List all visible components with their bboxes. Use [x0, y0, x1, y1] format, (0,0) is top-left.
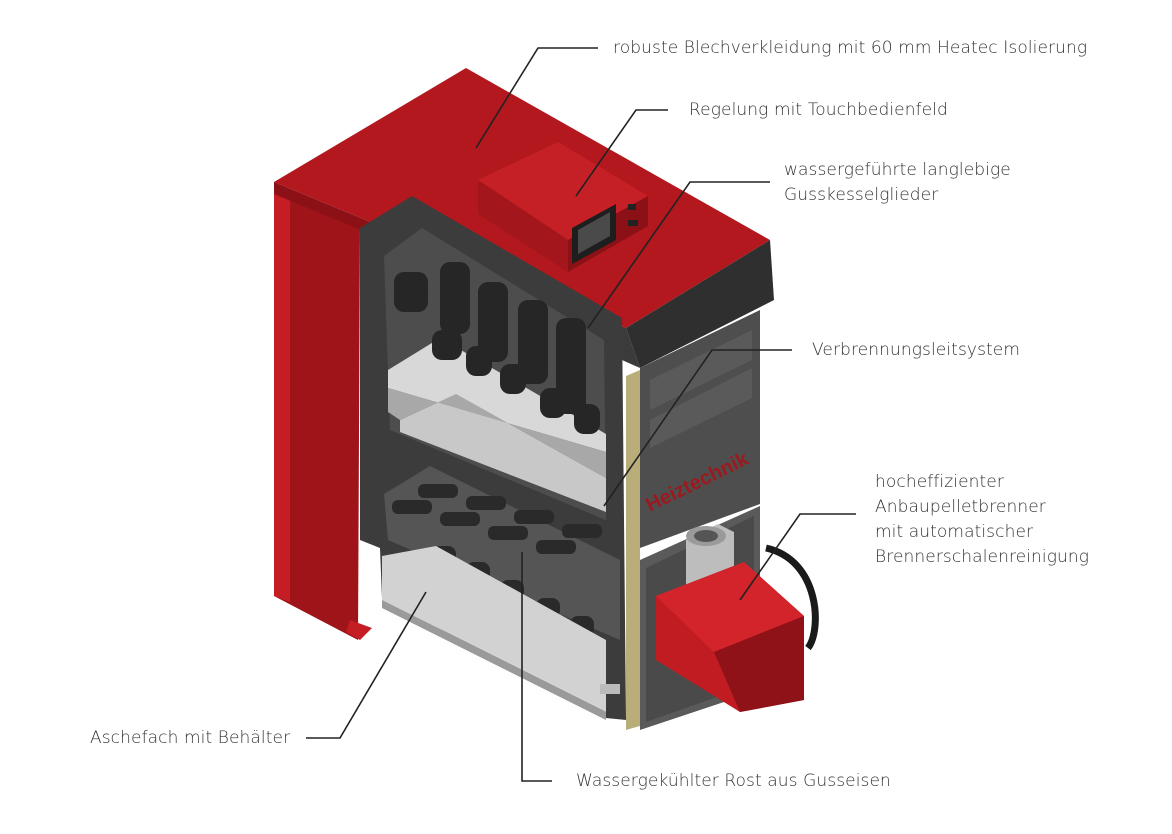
left-side-panel — [274, 182, 360, 640]
callout-ash: Aschefach mit Behälter — [90, 728, 291, 748]
boiler-illustration: Heiztechnik — [274, 68, 819, 730]
insulation-strip — [626, 370, 640, 730]
top-front-block — [626, 240, 774, 368]
callout-control: Regelung mit Touchbedienfeld — [689, 100, 948, 120]
cast-iron-sections — [394, 262, 600, 434]
callout-sections-line1: wassergeführte langlebige — [784, 160, 1011, 180]
callout-casing: robuste Blechverkleidung mit 60 mm Heate… — [613, 38, 1088, 58]
callout-burner-line2: Anbaupelletbrenner — [875, 497, 1046, 517]
leader-grate — [521, 552, 552, 782]
callout-burner: hocheffizienter Anbaupelletbrenner mit a… — [875, 470, 1089, 570]
leader-ash — [306, 591, 427, 739]
leader-combustion — [603, 349, 792, 507]
pellet-burner — [656, 524, 819, 712]
control-box — [478, 142, 648, 272]
leader-control — [575, 109, 668, 197]
leader-burner — [739, 513, 856, 601]
callout-combustion: Verbrennungsleitsystem — [812, 340, 1021, 360]
ash-compartment — [382, 546, 606, 712]
leader-sections — [587, 181, 770, 329]
callout-sections-line2: Gusskesselglieder — [784, 185, 939, 205]
leader-casing — [475, 47, 598, 149]
callout-burner-line1: hocheffizienter — [875, 472, 1004, 492]
callout-burner-line3: mit automatischer — [875, 522, 1034, 542]
callout-sections: wassergeführte langlebige Gusskesselglie… — [784, 158, 1011, 208]
baffle-lower — [400, 394, 606, 512]
callout-burner-line4: Brennerschalenreinigung — [875, 547, 1090, 567]
leader-lines — [306, 47, 856, 782]
baffle-upper — [388, 338, 606, 452]
callout-grate: Wassergekühlter Rost aus Gusseisen — [576, 771, 891, 791]
